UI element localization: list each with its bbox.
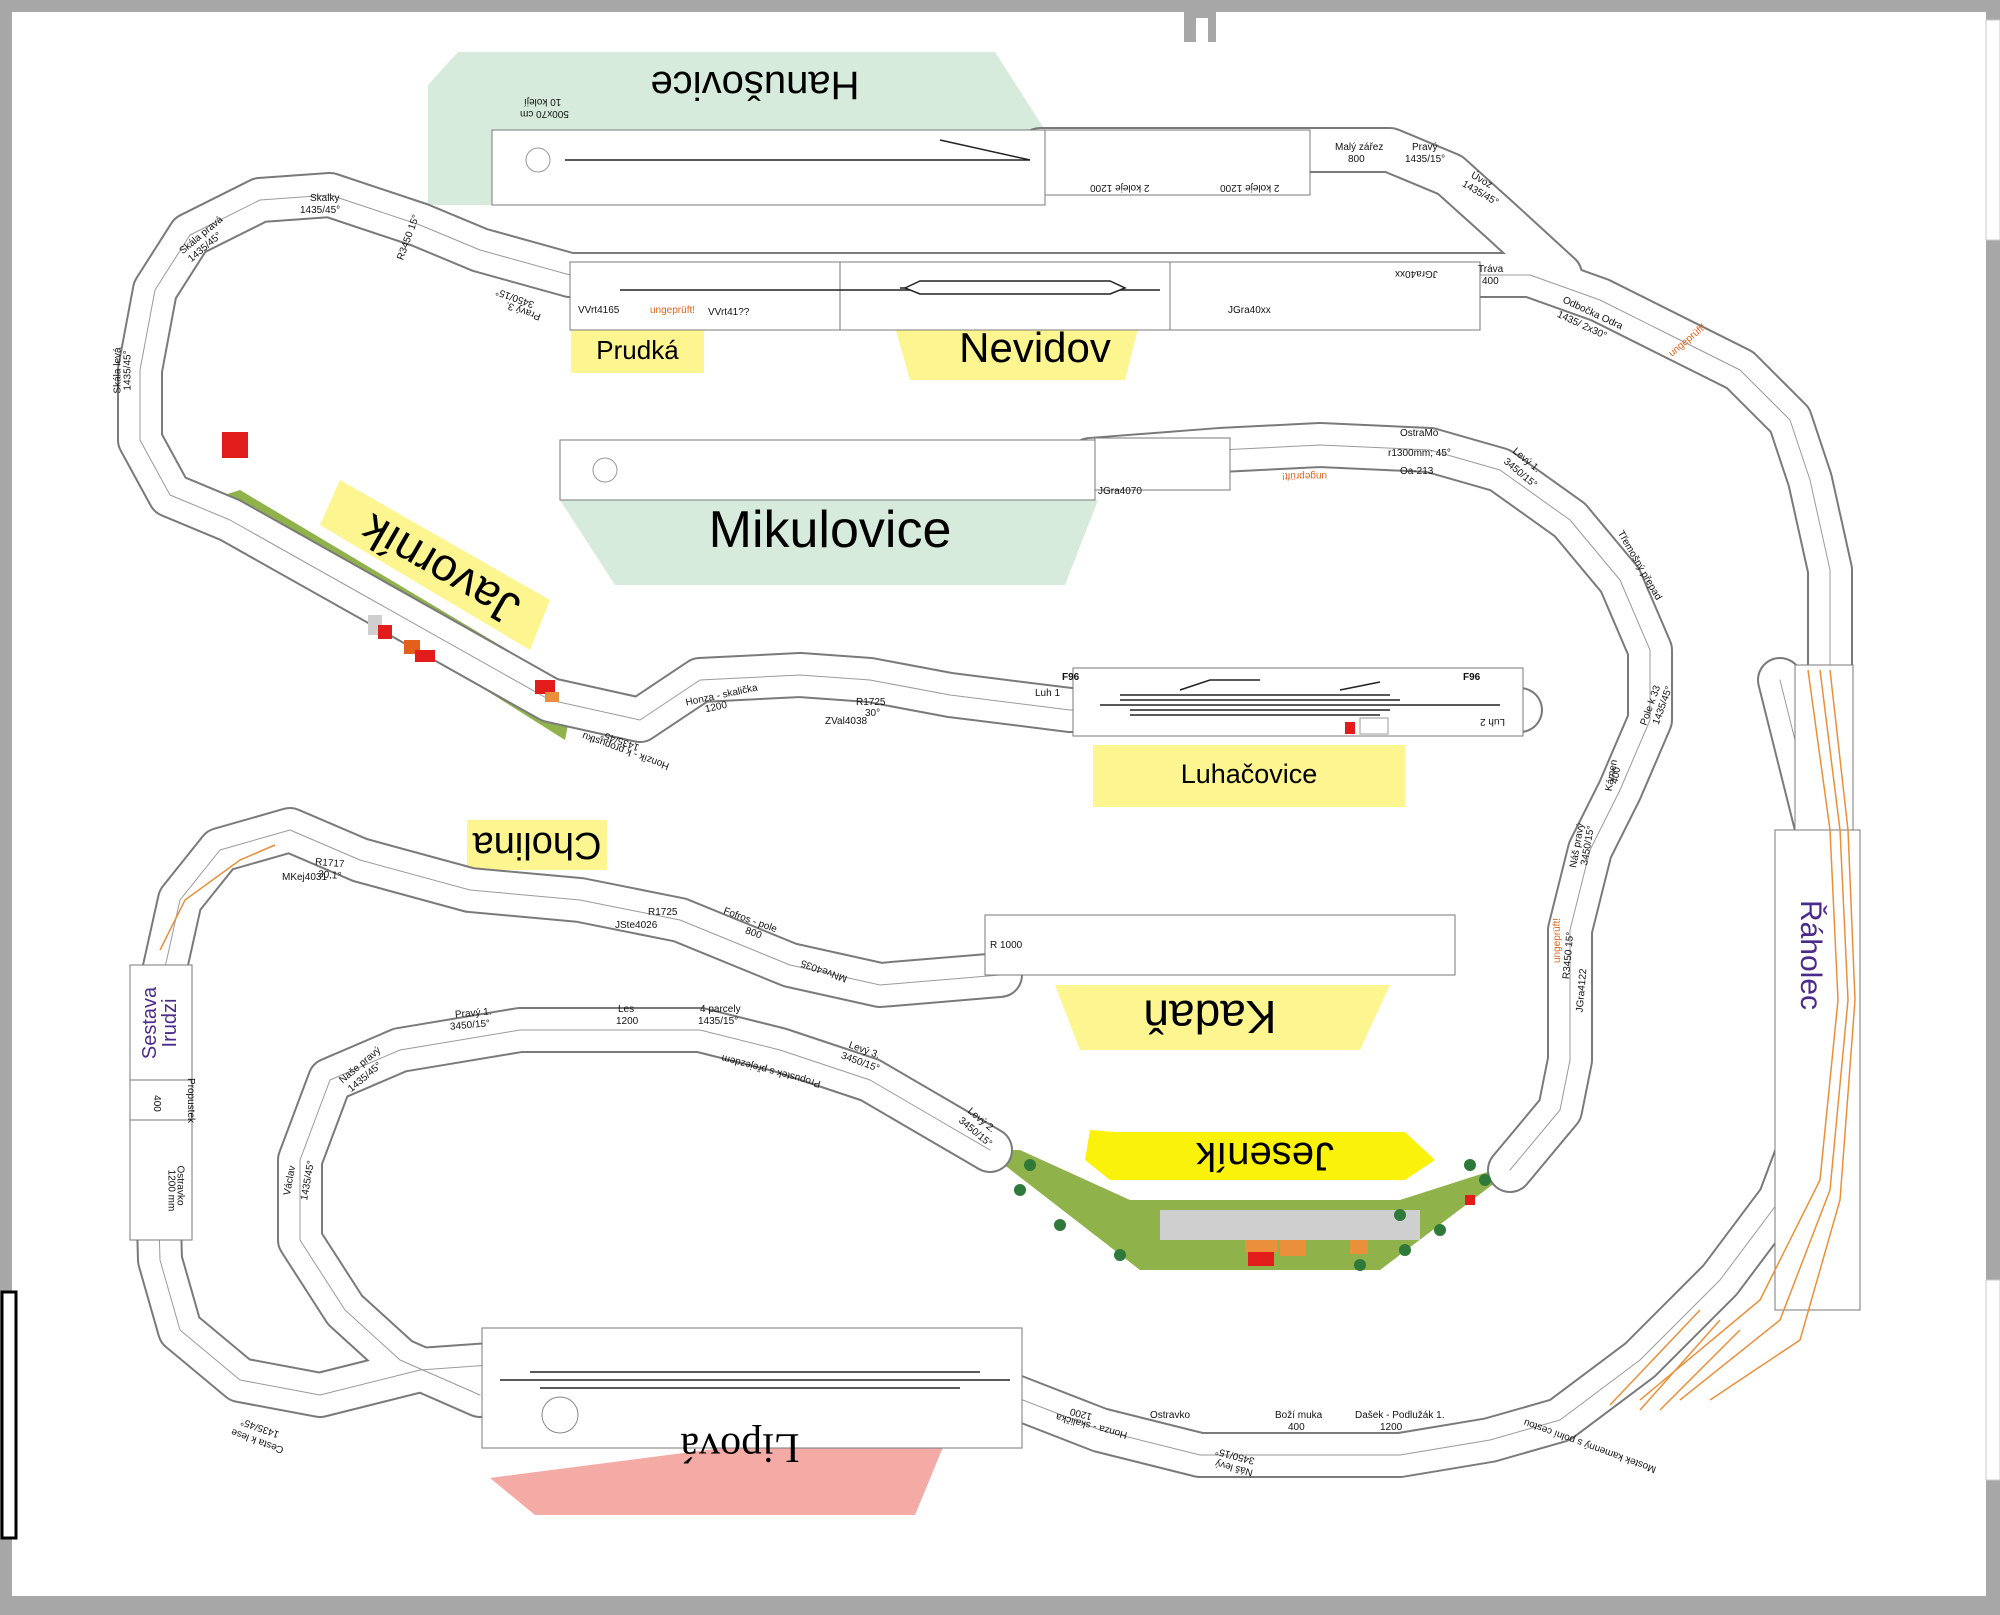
- vvrt4165-label: VVrt4165: [578, 305, 620, 316]
- koleji-note: 10 kolejí: [524, 96, 562, 107]
- r1725-label: R1725: [856, 697, 886, 708]
- trava-len: 400: [1482, 276, 1499, 287]
- ungepruft-d: ungeprüft!: [1552, 917, 1564, 964]
- luhacovice-buildings: [1345, 717, 1389, 735]
- raholec-label: Řáholec: [1794, 899, 1827, 1011]
- r1725b-label: R1725: [648, 907, 678, 918]
- turntable-lipova: [541, 1396, 579, 1434]
- jesenik-trees: [1014, 1159, 1491, 1271]
- ostravamo-label: OstraMo: [1400, 428, 1439, 439]
- bozi-muka-len: 400: [1288, 1422, 1305, 1433]
- ostravko-len: 1200 mm: [165, 1169, 177, 1212]
- pravy-top-label: Pravý: [1412, 142, 1438, 153]
- javornik-bg: [320, 480, 550, 650]
- jgra40xx-b-label: JGra40xx: [1395, 268, 1438, 279]
- trava-label: Tráva: [1478, 264, 1504, 275]
- turntable-hanusovice: [525, 147, 551, 173]
- kolej-2b-label: 2 koleje 1200: [1220, 182, 1280, 193]
- cholina-bg: [467, 820, 607, 870]
- dasek-len: 1200: [1380, 1422, 1403, 1433]
- jesenik-buildings: [1160, 1195, 1475, 1266]
- luhacovice-label: Luhačovice: [1180, 759, 1318, 789]
- luh2-label: Luh 2: [1480, 716, 1506, 727]
- f96a-label: F96: [1062, 672, 1080, 683]
- javornik-buildings: [222, 432, 559, 702]
- jgra4070-label: JGra4070: [1098, 486, 1142, 497]
- skala-leva-spec: 1435/45°: [122, 350, 134, 391]
- sestava-curve: [159, 844, 276, 951]
- dasek-label: Dašek - Podlužák 1.: [1355, 1410, 1445, 1421]
- bozi-muka-label: Boží muka: [1275, 1410, 1323, 1421]
- f96b-label: F96: [1463, 672, 1481, 683]
- hanusovice-area: [428, 52, 1045, 205]
- ungepruft-c: ungeprüft!: [1282, 470, 1328, 481]
- luh1-label: Luh 1: [1035, 688, 1061, 699]
- les-label: Les: [618, 1004, 635, 1015]
- nevidov-bg: [893, 320, 1140, 380]
- track-bands: [117, 127, 1853, 1478]
- jesenik-bg: [1085, 1130, 1435, 1180]
- propustek2-label: Propustek: [185, 1077, 197, 1124]
- parcely-spec: 1435/15°: [698, 1016, 739, 1027]
- pravy-top-spec: 1435/15°: [1405, 154, 1446, 165]
- ungepruft-a: ungeprüft!: [650, 305, 696, 316]
- vvrt4177-label: VVrt41??: [708, 307, 750, 318]
- maly-zarez-len: 800: [1348, 154, 1365, 165]
- parcely-label: 4 parcely: [700, 1004, 741, 1015]
- propustek2-len: 400: [150, 1095, 162, 1112]
- turntable-mikulovice: [592, 457, 618, 483]
- oa213-label: Oa-213: [1400, 466, 1434, 477]
- skalky-spec: 1435/45°: [300, 205, 341, 216]
- sestava-label-2: Irudzi: [158, 998, 181, 1048]
- raholec-tracks: [1609, 669, 1856, 1411]
- jste4026-label: JSte4026: [615, 920, 658, 931]
- les-len: 1200: [616, 1016, 639, 1027]
- kadan-label: Kadaň: [1143, 991, 1277, 1044]
- cholina-label: Cholina: [472, 824, 602, 867]
- mikulovice-area: [560, 500, 1098, 585]
- prudka-label: Prudká: [596, 335, 679, 365]
- jesenik-label: Jeseník: [1196, 1134, 1334, 1179]
- r1300-label: r1300mm; 45°: [1388, 448, 1451, 459]
- luhacovice-bg: [1093, 745, 1405, 807]
- prudka-bg: [571, 328, 704, 373]
- r1725-ang: 30°: [865, 708, 881, 719]
- ostravko-b-label: Ostravko: [1150, 1410, 1191, 1421]
- lipova-label: Lipová: [680, 1424, 800, 1471]
- kadan-bg: [1055, 985, 1390, 1050]
- nevidov-platform: [903, 280, 1127, 295]
- zval4038-label: ZVal4038: [825, 716, 868, 727]
- maly-zarez-label: Malý zářez: [1335, 142, 1384, 153]
- jgra40xx-label: JGra40xx: [1228, 305, 1271, 316]
- r1000-label: R 1000: [990, 940, 1023, 951]
- skalky-label: Skalky: [310, 193, 340, 204]
- nevidov-label: Nevidov: [959, 323, 1111, 371]
- kolej-2a-label: 2 koleje 1200: [1090, 182, 1150, 193]
- mikulovice-label: Mikulovice: [708, 501, 952, 559]
- mkej4031-label: MKej4031: [282, 872, 328, 883]
- kolejiste-note: 500x70 cm: [520, 108, 569, 119]
- hanusovice-label: Hanušovice: [650, 63, 860, 108]
